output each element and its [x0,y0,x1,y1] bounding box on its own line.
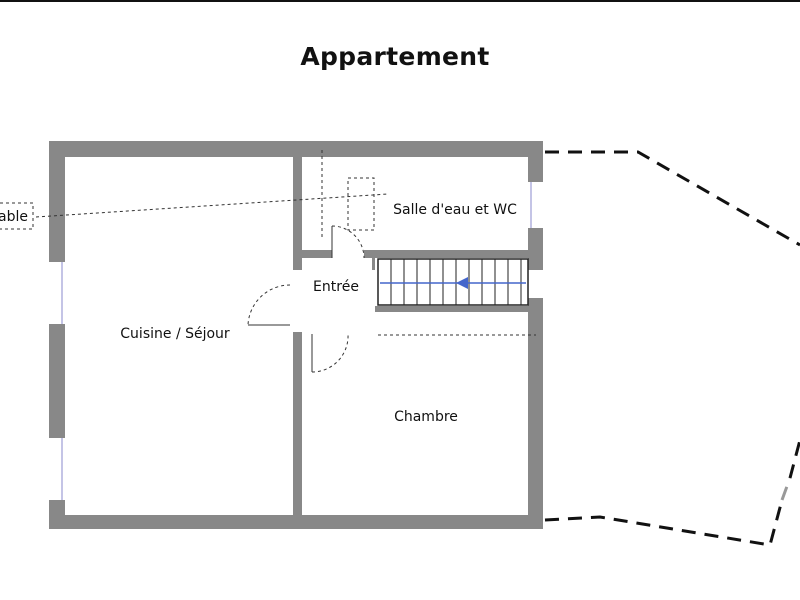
dashed-leader-line [35,193,389,218]
entree-upper [302,258,372,278]
door-arc-cuisine [247,284,291,326]
stair-direction-arrow [380,277,526,289]
dashed-fixture-shower [347,177,375,231]
room-label-chambre: Chambre [394,409,458,425]
room-chambre [302,312,528,515]
external-label-box [0,202,34,230]
room-label-salle: Salle d'eau et WC [393,202,517,218]
room-entree [293,270,375,332]
window-right-stair [528,270,543,298]
terrace-boundary-top [545,150,800,247]
plan-title: Appartement [300,42,490,71]
window-left-bottom [49,438,65,500]
door-arc-salle [331,225,365,259]
terrace-boundary-bottom [544,499,784,547]
room-label-cuisine: Cuisine / Séjour [120,326,230,342]
top-border-line [0,0,800,2]
window-left-top [49,262,65,324]
external-label: able [0,209,28,225]
staircase [377,258,529,306]
room-label-entree: Entrée [313,279,359,295]
door-arc-chambre [311,333,349,373]
room-cuisine-sejour [65,157,293,515]
window-right-top [528,182,543,228]
